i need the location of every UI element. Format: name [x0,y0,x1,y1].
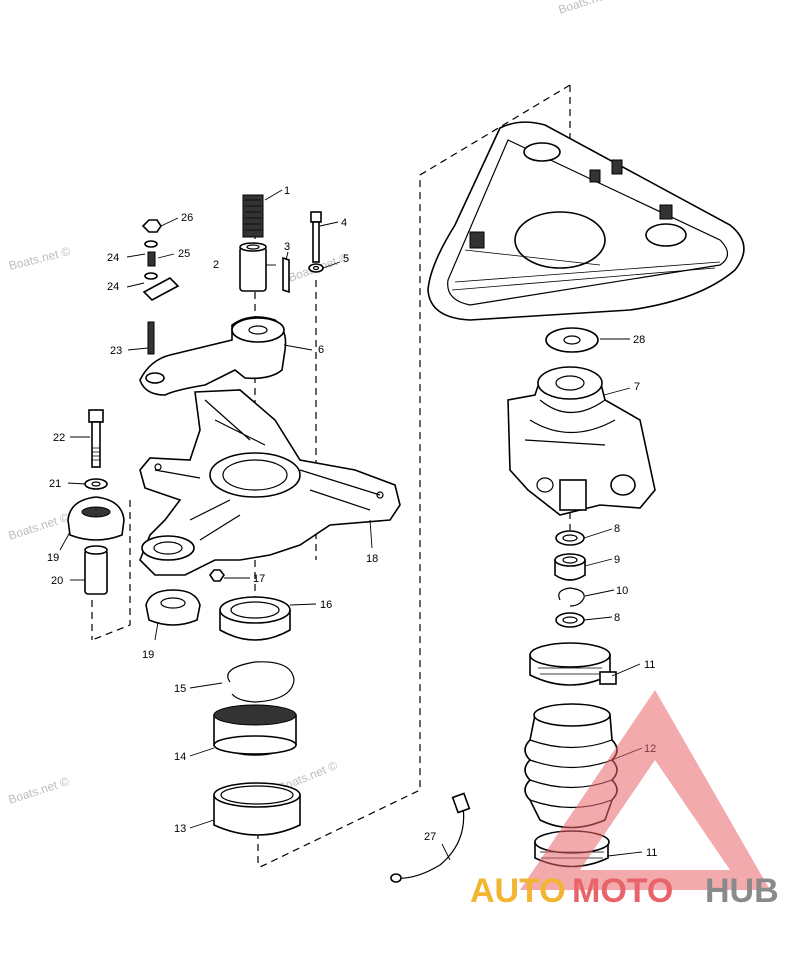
callout-13: 13 [174,823,186,835]
callout-19a: 19 [47,552,59,564]
callout-9: 9 [614,554,620,566]
logo-triangle [520,690,770,890]
callout-7: 7 [634,381,640,393]
callout-27: 27 [424,831,436,843]
part-17-bolt [209,569,225,582]
callout-10: 10 [616,585,628,597]
callout-24b: 24 [107,281,119,293]
callout-18: 18 [366,553,378,565]
watermark: Boats.net © [7,510,71,543]
part-10-retaining-ring [558,587,585,607]
part-25-spring [147,251,156,267]
transom-plate [427,121,745,321]
part-19-mount-upper [67,496,125,541]
callout-14: 14 [174,751,186,763]
callout-2: 2 [213,259,219,271]
callout-4: 4 [341,217,347,229]
leader-lines [59,189,643,861]
callout-11a: 11 [644,659,655,671]
callout-17: 17 [253,573,265,585]
callout-23: 23 [110,345,122,357]
part-9-bearing [554,553,586,581]
part-16-seal [219,596,291,641]
callout-20: 20 [51,575,63,587]
logo-text-moto: MOTO [572,872,673,910]
callout-5: 5 [343,253,349,265]
part-8-bushing-lower [555,612,585,628]
callout-6: 6 [318,344,324,356]
logo-text-hub: HUB [705,872,779,910]
part-19-mount-lower [145,589,201,626]
part-24-block [142,277,180,301]
part-1-stud [242,194,264,238]
callout-21: 21 [49,478,61,490]
part-26-nut [141,219,162,233]
part-13-race [213,782,301,836]
part-11-clamp-upper [529,642,617,686]
callout-1: 1 [284,185,290,197]
callout-16: 16 [320,599,332,611]
callout-28: 28 [633,334,645,346]
callout-8a: 8 [614,523,620,535]
part-20-sleeve [84,545,108,595]
part-15-snap-ring [227,661,295,703]
automotohub-logo: AUTO MOTO HUB [470,690,779,910]
part-27-ground-wire [390,792,471,883]
part-3-pin [282,256,290,294]
part-4-bolt [310,211,322,263]
part-22-bolt [88,409,104,468]
callout-11b: 11 [646,847,657,859]
part-7-bell-housing [507,366,656,516]
callout-19b: 19 [142,649,154,661]
callout-8b: 8 [614,612,620,624]
callout-15: 15 [174,683,186,695]
part-14-bearing [213,704,297,756]
callout-3: 3 [284,241,290,253]
logo-text-auto: AUTO [470,872,566,910]
part-2-bushing [239,242,267,292]
callout-22: 22 [53,432,65,444]
part-23-stud [147,321,155,355]
part-21-washer [84,478,108,490]
callout-24a: 24 [107,252,119,264]
part-8-bushing-upper [555,530,585,546]
watermark: Boats.net © [7,774,71,807]
part-6-steering-arm [139,316,287,396]
part-18-gimbal-housing [139,389,401,576]
callout-25: 25 [178,248,190,260]
part-24-washer [144,240,158,280]
watermark: Boats.net © [7,244,72,273]
part-28-gasket [545,327,599,353]
part-5-washer [308,263,324,273]
watermark: Boats.net © [557,0,621,17]
callout-26: 26 [181,212,193,224]
